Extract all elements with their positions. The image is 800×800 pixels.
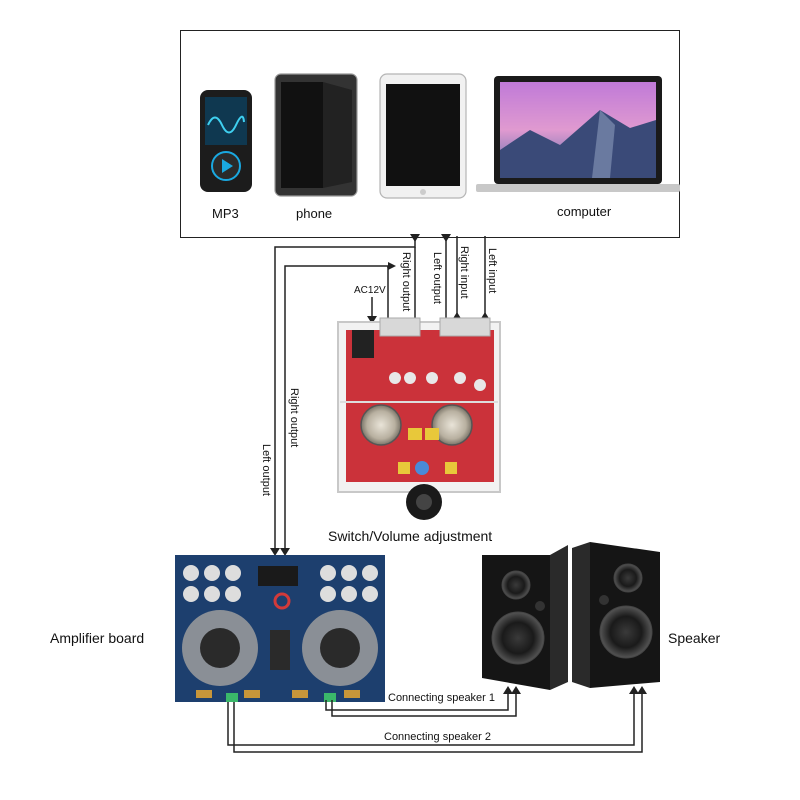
preamp-board-image xyxy=(337,317,501,520)
left-speaker-image xyxy=(482,545,568,690)
ac12v-label: AC12V xyxy=(354,285,386,296)
speaker-label: Speaker xyxy=(668,630,721,646)
computer-label: computer xyxy=(557,204,612,219)
phone-image xyxy=(274,73,358,197)
speaker-wires xyxy=(227,690,643,753)
right-output-top-label: Right output xyxy=(400,252,412,312)
left-input-label: Left input xyxy=(486,248,498,294)
connecting-speaker-2-label: Connecting speaker 2 xyxy=(384,731,492,743)
left-output-side-label: Left output xyxy=(260,444,272,496)
laptop-image xyxy=(476,76,680,192)
right-output-side-label: Right output xyxy=(288,388,300,448)
right-input-label: Right input xyxy=(458,246,470,299)
phone-label: phone xyxy=(296,206,333,221)
right-speaker-image xyxy=(572,542,660,688)
amplifier-board-label: Amplifier board xyxy=(50,630,145,646)
mp3-label: MP3 xyxy=(212,206,239,221)
mp3-player-image xyxy=(200,90,252,192)
left-output-top-label: Left output xyxy=(431,252,443,304)
connecting-speaker-1-label: Connecting speaker 1 xyxy=(388,692,496,704)
preamp-label: Switch/Volume adjustment xyxy=(328,528,493,544)
amplifier-board-image xyxy=(175,555,385,702)
tablet-image xyxy=(379,73,467,199)
